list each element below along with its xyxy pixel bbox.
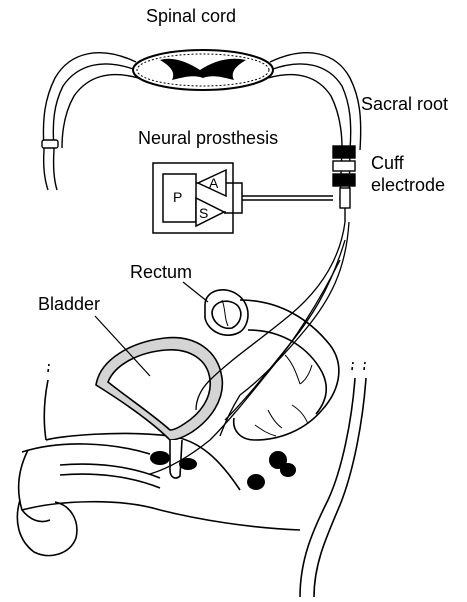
cuff-electrode: [333, 146, 355, 222]
electrode-label: electrode: [371, 175, 445, 196]
spinal-cord-label: Spinal cord: [146, 6, 236, 27]
bladder-label: Bladder: [38, 294, 100, 315]
prosthesis-s-label: S: [199, 205, 208, 221]
prosthesis-a-label: A: [209, 175, 218, 191]
rectum-label: Rectum: [130, 262, 192, 283]
prosthesis-p-label: P: [173, 189, 182, 205]
cuff-label: Cuff: [371, 153, 404, 174]
sacral-root-label: Sacral root: [361, 94, 448, 115]
neural-prosthesis-label: Neural prosthesis: [138, 128, 278, 149]
